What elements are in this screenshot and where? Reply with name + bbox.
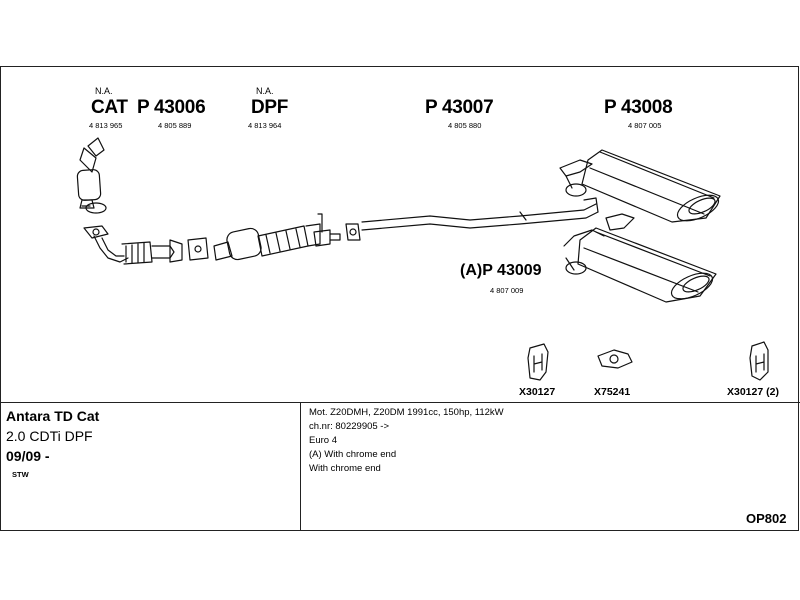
vehicle-date: 09/09 - [6,448,50,464]
p43007-pipe-drawing [361,197,599,231]
p43008-muffler-drawing [559,149,721,223]
note-line: Euro 4 [309,435,337,446]
diagram-code: OP802 [746,511,787,526]
dpf-drawing [213,213,341,261]
p43008-label: P 43008 [604,97,673,118]
note-line: (A) With chrome end [309,449,397,460]
flange-2-drawing [345,223,361,241]
x30127-drawing [527,343,549,381]
p43009-muffler-drawing [563,213,717,303]
vehicle-engine: 2.0 CDTi DPF [6,428,93,444]
vehicle-body: STW [12,470,29,479]
p43006-number: 4 805 889 [158,121,192,130]
gasket-drawing [83,225,109,239]
note-line: Mot. Z20DMH, Z20DM 1991cc, 150hp, 112kW [309,407,504,418]
cat-pipe-drawing [76,137,107,214]
info-separator [0,402,800,403]
flange-drawing [187,237,209,261]
dpf-note: N.A. [256,86,274,96]
dpf-number: 4 813 964 [248,121,282,130]
vehicle-model: Antara TD Cat [6,408,100,424]
p43007-number: 4 805 880 [448,121,482,130]
p43006-label: P 43006 [137,97,206,118]
accessory-label: X30127 [519,386,556,398]
dpf-label: DPF [251,97,289,118]
p43009-number: 4 807 009 [490,286,524,295]
info-column-separator [300,402,301,531]
accessory-label: X75241 [594,386,631,398]
cat-note: N.A. [95,86,113,96]
p43007-label: P 43007 [425,97,494,118]
p43008-number: 4 807 005 [628,121,662,130]
cat-number: 4 813 965 [89,121,123,130]
p43006-pipe-drawing [93,235,183,265]
note-line: ch.nr: 80229905 -> [309,421,390,432]
note-line: With chrome end [309,463,381,474]
x75241-drawing [597,349,633,369]
cat-label: CAT [91,97,128,118]
diagram-frame [0,66,799,531]
accessory-label: X30127 (2) [727,386,779,398]
p43009-label: (A)P 43009 [460,262,542,279]
x30127-2-drawing [749,341,769,381]
